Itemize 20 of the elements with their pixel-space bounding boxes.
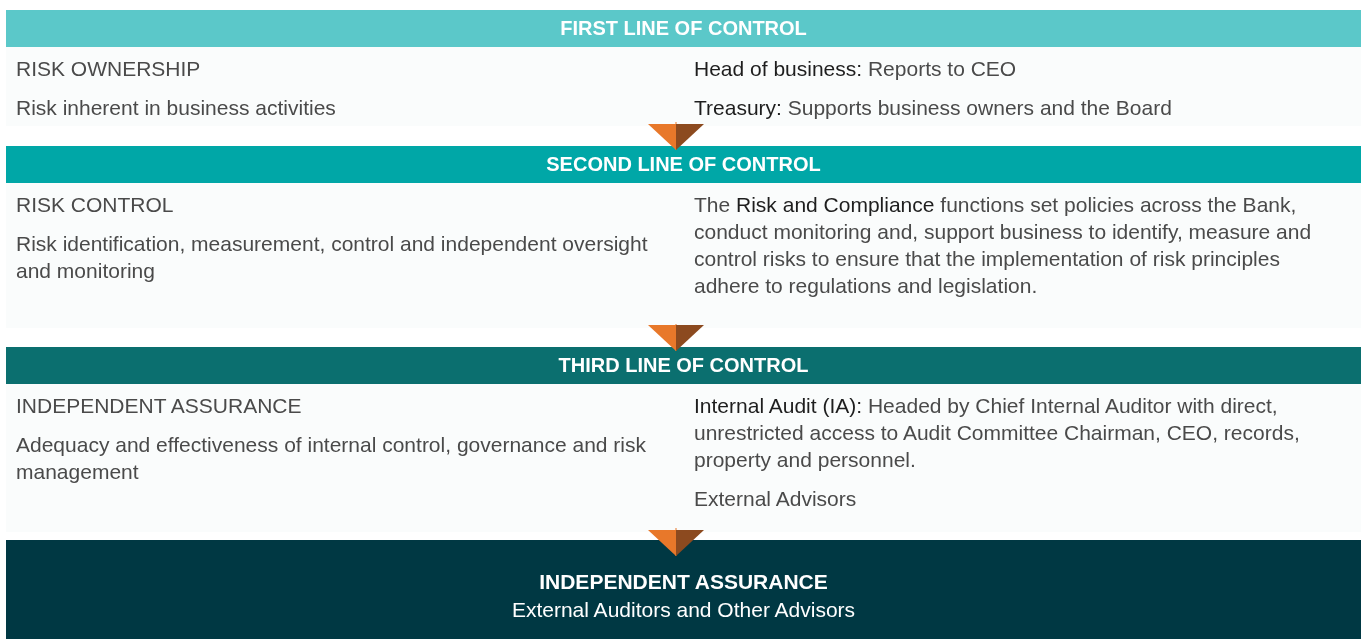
description-text: Adequacy and effectiveness of internal control, governance and risk management bbox=[16, 432, 647, 485]
category-title: INDEPENDENT ASSURANCE bbox=[16, 393, 303, 419]
category-title: RISK OWNERSHIP bbox=[16, 56, 202, 82]
description-text: Risk identification, measurement, control and independent oversight and monitoring bbox=[16, 231, 649, 284]
band-heading: INDEPENDENT ASSURANCE bbox=[539, 568, 828, 595]
chevron-arrow bbox=[648, 527, 704, 557]
chevron-arrow bbox=[648, 121, 704, 151]
band-subtitle: External Auditors and Other Advisors bbox=[511, 596, 856, 623]
role-description: Head of business: Reports to CEO bbox=[694, 56, 1018, 82]
category-title: RISK CONTROL bbox=[16, 192, 175, 218]
section-header-bar: THIRD LINE OF CONTROL bbox=[6, 347, 1361, 384]
role-description: Treasury: Supports business owners and the Board bbox=[694, 95, 1173, 121]
role-description: External Advisors bbox=[694, 486, 858, 512]
section-header-bar: SECOND LINE OF CONTROL bbox=[6, 146, 1361, 183]
footer-band bbox=[6, 540, 1361, 639]
chevron-arrow bbox=[648, 323, 704, 352]
role-description: The Risk and Compliance functions set policies across the Bank, conduct monitoring and, support business to identify, measure and control risks to ensure that the implementation of risk principles adhere to regulations and legislation. bbox=[694, 192, 1313, 299]
section-header-bar: FIRST LINE OF CONTROL bbox=[6, 10, 1361, 47]
role-description: Internal Audit (IA): Headed by Chief Internal Auditor with direct, unrestricted access to Audit Committee Chairman, CEO, records, property and personnel. bbox=[694, 393, 1301, 473]
description-text: Risk inherent in business activities bbox=[16, 95, 337, 121]
